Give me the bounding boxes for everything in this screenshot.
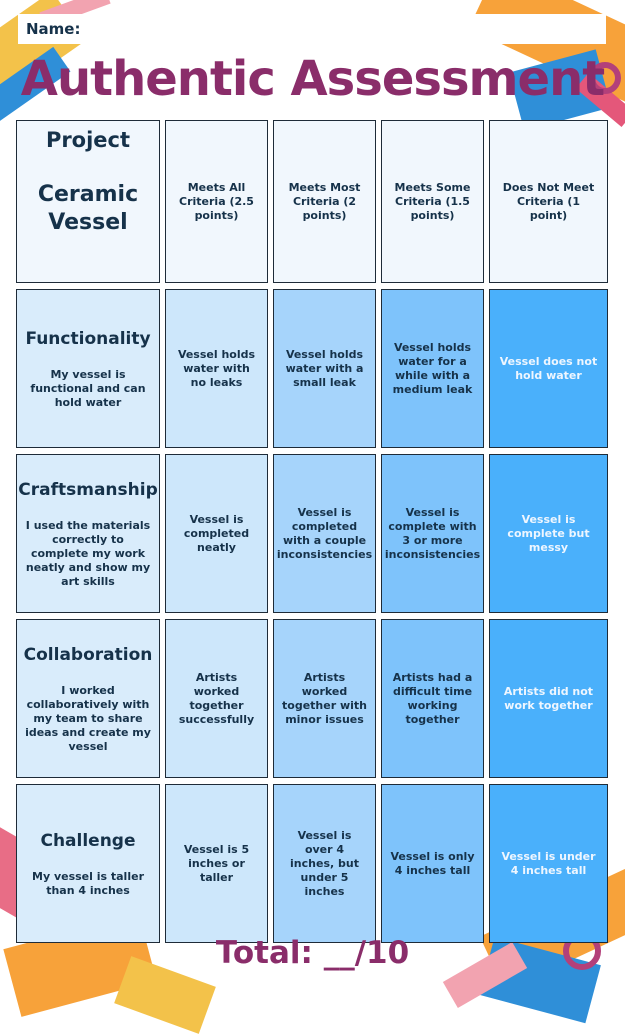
criterion-description: I used the materials correctly to comple…	[25, 518, 151, 588]
rubric-cell-text: Vessel does not hold water	[499, 354, 598, 382]
project-label: Project	[45, 128, 131, 152]
level-header-label: Meets All Criteria (2.5 points)	[179, 180, 254, 222]
rubric-cell-text: Artists had a difficult time working tog…	[392, 670, 473, 726]
rubric-cell-text: Artists did not work together	[503, 684, 594, 712]
rubric-cell-text: Artists worked together with minor issue…	[282, 670, 367, 726]
criterion-cell: Craftsmanship I used the materials corre…	[16, 454, 160, 613]
level-header-label: Meets Some Criteria (1.5 points)	[394, 180, 471, 222]
name-field[interactable]: Name:	[18, 14, 606, 44]
rubric-cell: Artists worked together with minor issue…	[273, 619, 376, 778]
rubric-cell: Vessel is complete with 3 or more incons…	[381, 454, 484, 613]
rubric-cell-text: Vessel holds water with no leaks	[177, 347, 256, 389]
rubric-cell: Vessel is completed with a couple incons…	[273, 454, 376, 613]
rubric-cell-text: Vessel is completed with a couple incons…	[276, 505, 373, 561]
rubric-cell-text: Vessel holds water with a small leak	[285, 347, 364, 389]
rubric-cell-text: Vessel is over 4 inches, but under 5 inc…	[290, 828, 359, 898]
rubric-cell: Artists had a difficult time working tog…	[381, 619, 484, 778]
rubric-cell-text: Vessel is 5 inches or taller	[183, 842, 250, 884]
total-score: Total: __/10	[215, 935, 410, 971]
rubric-cell: Vessel holds water for a while with a me…	[381, 289, 484, 448]
rubric-cell: Vessel is over 4 inches, but under 5 inc…	[273, 784, 376, 943]
rubric-cell: Vessel is completed neatly	[165, 454, 268, 613]
criterion-description: My vessel is taller than 4 inches	[32, 869, 144, 897]
rubric-cell-text: Vessel is only 4 inches tall	[390, 849, 475, 877]
rubric-table: Project Ceramic Vessel Meets All Criteri…	[16, 120, 608, 943]
rubric-cell: Vessel holds water with no leaks	[165, 289, 268, 448]
level-header-label: Meets Most Criteria (2 points)	[288, 180, 361, 222]
criterion-description: I worked collaboratively with my team to…	[25, 683, 151, 753]
criterion-title: Challenge	[40, 830, 136, 851]
rubric-cell-text: Vessel is under 4 inches tall	[501, 849, 596, 877]
scissors-handle-icon	[589, 62, 621, 94]
rubric-cell-text: Vessel holds water for a while with a me…	[392, 340, 473, 396]
level-header: Meets Some Criteria (1.5 points)	[381, 120, 484, 283]
rubric-cell: Vessel is only 4 inches tall	[381, 784, 484, 943]
level-header: Does Not Meet Criteria (1 point)	[489, 120, 608, 283]
page-title: Authentic Assessment	[20, 51, 605, 107]
rubric-cell: Vessel does not hold water	[489, 289, 608, 448]
rubric-cell: Vessel is under 4 inches tall	[489, 784, 608, 943]
criterion-description: My vessel is functional and can hold wat…	[30, 367, 146, 409]
rubric-cell: Vessel is complete but messy	[489, 454, 608, 613]
rubric-cell: Artists did not work together	[489, 619, 608, 778]
criterion-title: Collaboration	[23, 644, 153, 665]
criterion-cell: Functionality My vessel is functional an…	[16, 289, 160, 448]
name-label: Name:	[26, 20, 81, 38]
project-cell: Project Ceramic Vessel	[16, 120, 160, 283]
criterion-title: Craftsmanship	[18, 479, 158, 500]
rubric-cell-text: Artists worked together successfully	[178, 670, 255, 726]
rubric-cell: Vessel is 5 inches or taller	[165, 784, 268, 943]
rubric-cell-text: Vessel is complete with 3 or more incons…	[384, 505, 481, 561]
level-header-label: Does Not Meet Criteria (1 point)	[502, 180, 595, 222]
criterion-cell: Collaboration I worked collaboratively w…	[16, 619, 160, 778]
criterion-title: Functionality	[25, 328, 151, 349]
rubric-cell: Artists worked together successfully	[165, 619, 268, 778]
level-header: Meets Most Criteria (2 points)	[273, 120, 376, 283]
rubric-cell-text: Vessel is completed neatly	[183, 512, 250, 554]
rubric-cell-text: Vessel is complete but messy	[507, 512, 590, 554]
criterion-cell: Challenge My vessel is taller than 4 inc…	[16, 784, 160, 943]
project-name: Ceramic Vessel	[37, 182, 139, 235]
rubric-cell: Vessel holds water with a small leak	[273, 289, 376, 448]
level-header: Meets All Criteria (2.5 points)	[165, 120, 268, 283]
